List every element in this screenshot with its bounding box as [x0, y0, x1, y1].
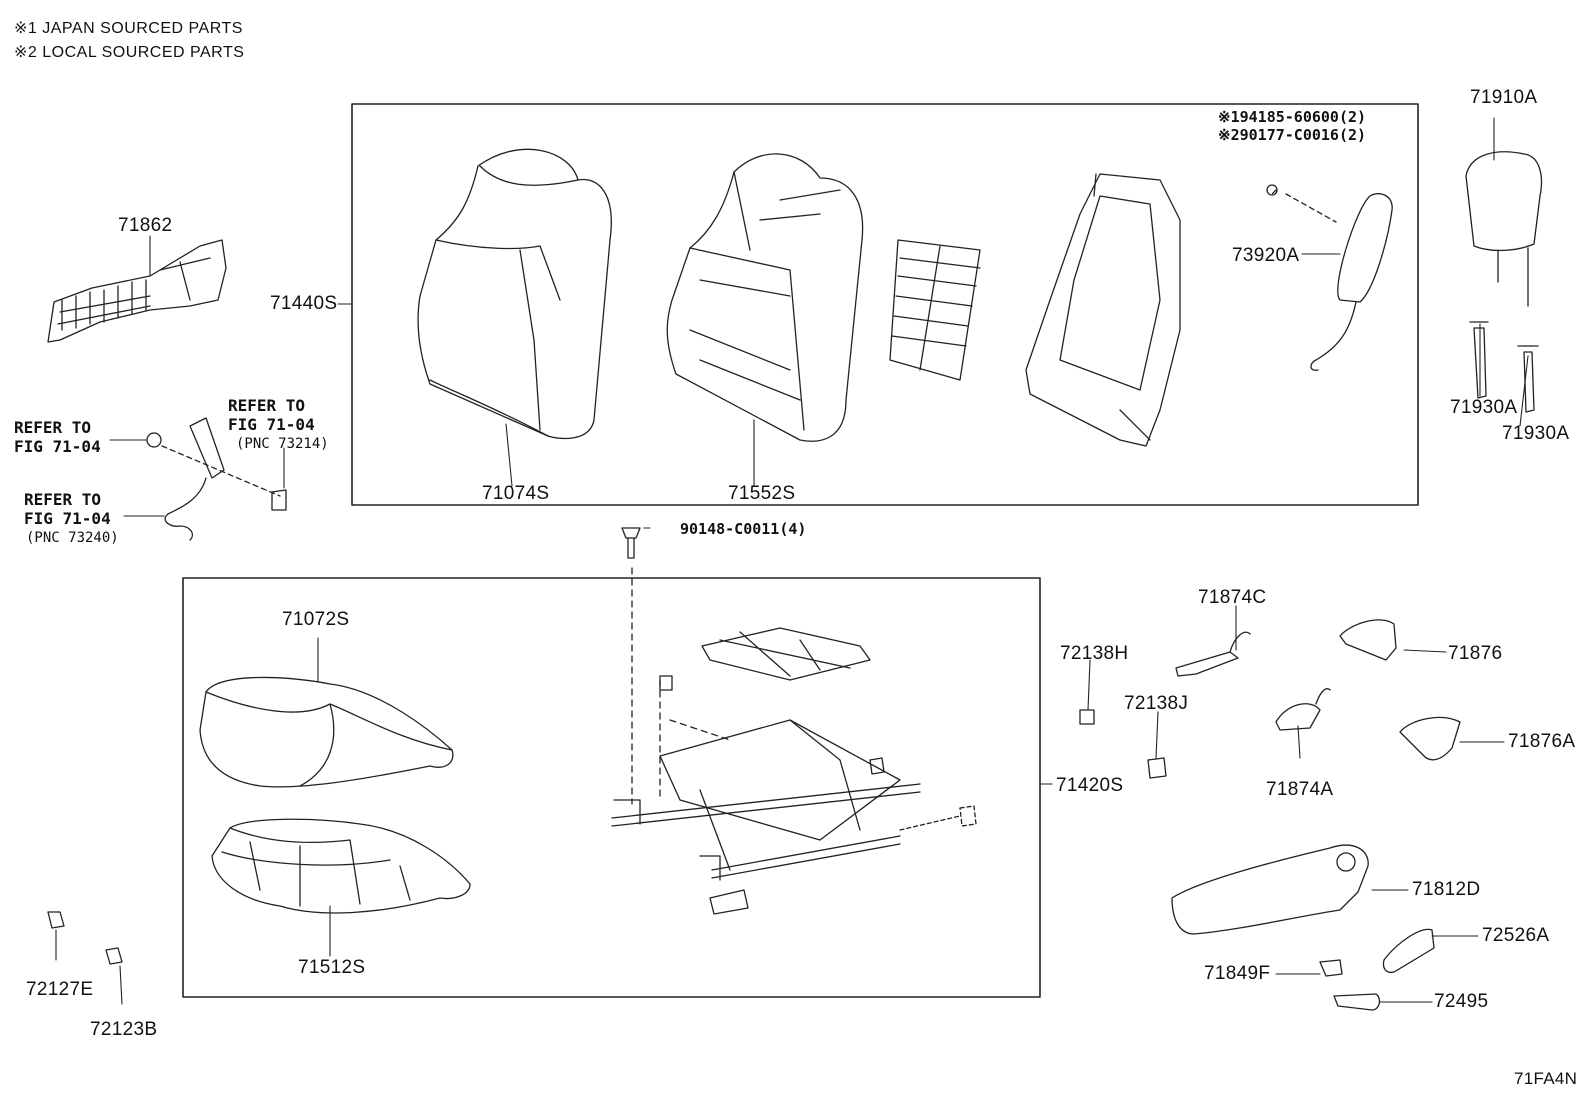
- pnc-73240: (PNC 73240): [26, 530, 119, 546]
- seatback-group-frame: [351, 103, 1419, 506]
- seatback-cover-71074S: [417, 148, 612, 440]
- diagram-id: 71FA4N: [1514, 1069, 1578, 1088]
- bolt-90148: [621, 527, 641, 805]
- part-label-71512S[interactable]: 71512S: [298, 957, 366, 978]
- covers-71876: [1339, 619, 1461, 761]
- seatback-spring-mat: [889, 239, 981, 381]
- part-label-71849F[interactable]: 71849F: [1204, 963, 1271, 984]
- part-label-72526A[interactable]: 72526A: [1482, 925, 1550, 946]
- part-label-71876[interactable]: 71876: [1448, 643, 1503, 664]
- clips: [47, 709, 1167, 965]
- pnc-73214: (PNC 73214): [236, 436, 329, 452]
- side-shield-71812D: [1171, 844, 1369, 935]
- part-label-71812D[interactable]: 71812D: [1412, 879, 1481, 900]
- refer-line-1: REFER TO: [228, 396, 306, 415]
- refer-line-2: FIG 71-04: [228, 415, 315, 434]
- part-label-72127E[interactable]: 72127E: [26, 979, 94, 1000]
- cushion-cover-71072S: [199, 676, 454, 788]
- part-label-71074S[interactable]: 71074S: [482, 483, 550, 504]
- seatback-board-71862: [47, 239, 227, 343]
- side-airbag-73920A: [1266, 184, 1393, 371]
- part-label-71552S[interactable]: 71552S: [728, 483, 796, 504]
- leader-lines: [55, 117, 1529, 1005]
- refer-line-2: FIG 71-04: [14, 437, 101, 456]
- covers-71874: [1175, 631, 1331, 731]
- refer-line-2: FIG 71-04: [24, 509, 111, 528]
- part-label-71874A[interactable]: 71874A: [1266, 779, 1334, 800]
- refer-line-1: REFER TO: [24, 490, 102, 509]
- knobs: [1319, 928, 1435, 1011]
- part-label-72123B[interactable]: 72123B: [90, 1019, 158, 1040]
- refer-line-1: REFER TO: [14, 418, 92, 437]
- code-290177[interactable]: ※290177-C0016(2): [1218, 126, 1367, 144]
- part-label-73920A[interactable]: 73920A: [1232, 245, 1300, 266]
- refer-fig-71-04-a[interactable]: REFER TO FIG 71-04: [14, 418, 101, 456]
- code-194185[interactable]: ※194185-60600(2): [1218, 108, 1367, 126]
- part-label-72138H[interactable]: 72138H: [1060, 643, 1129, 664]
- part-label-72138J[interactable]: 72138J: [1124, 693, 1189, 714]
- seatback-pad-71552S: [666, 153, 864, 442]
- refer-fig-71-04-c[interactable]: REFER TO FIG 71-04: [24, 490, 111, 528]
- part-label-71440S[interactable]: 71440S: [270, 293, 338, 314]
- part-label-72495[interactable]: 72495: [1434, 991, 1489, 1012]
- cushion-group-frame: [182, 577, 1041, 998]
- note-japan-sourced: ※1 JAPAN SOURCED PARTS: [14, 20, 243, 37]
- headrest-71910A: [1465, 151, 1543, 307]
- seatback-frame: [1025, 173, 1181, 447]
- cushion-pad-71512S: [211, 818, 471, 914]
- part-label-71930A-1[interactable]: 71930A: [1450, 397, 1518, 418]
- seat-adjuster-71420S: [611, 627, 977, 915]
- seat-belt-buckle-assy: [146, 417, 287, 541]
- part-label-71874C[interactable]: 71874C: [1198, 587, 1267, 608]
- part-label-71930A-2[interactable]: 71930A: [1502, 423, 1570, 444]
- note-local-sourced: ※2 LOCAL SOURCED PARTS: [14, 44, 245, 61]
- part-label-71910A[interactable]: 71910A: [1470, 87, 1538, 108]
- part-label-71420S[interactable]: 71420S: [1056, 775, 1124, 796]
- headrest-guides-71930A: [1469, 321, 1539, 413]
- part-label-71862[interactable]: 71862: [118, 215, 173, 236]
- part-label-71072S[interactable]: 71072S: [282, 609, 350, 630]
- part-label-71876A[interactable]: 71876A: [1508, 731, 1576, 752]
- refer-fig-71-04-b[interactable]: REFER TO FIG 71-04: [228, 396, 315, 434]
- code-90148[interactable]: 90148-C0011(4): [680, 520, 807, 538]
